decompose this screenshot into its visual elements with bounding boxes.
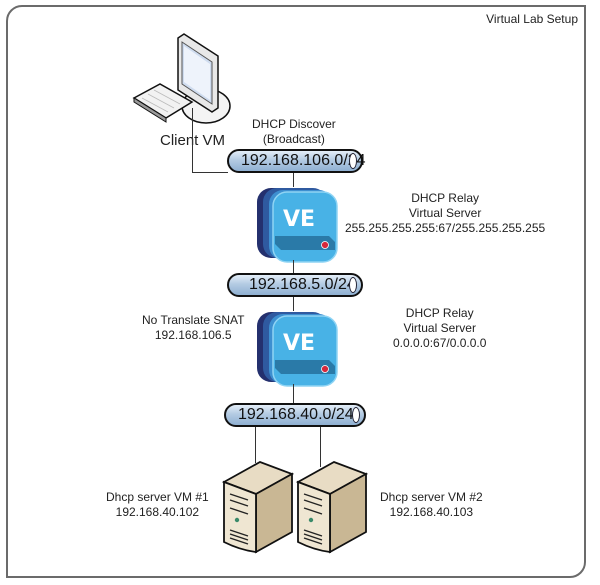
server-label-line: 192.168.40.102 [115,505,200,519]
network-link [293,260,294,274]
relay-label-line: DHCP Relay [411,191,479,205]
pipe-end-cap [349,277,357,293]
discover-note: DHCP Discover (Broadcast) [252,117,336,147]
network-label: 192.168.40.0/24 [238,406,354,423]
pipe-end-cap [349,153,357,169]
server-link [320,427,321,467]
diagram-title: Virtual Lab Setup [486,12,578,26]
relay-2-label: DHCP Relay Virtual Server 0.0.0.0:67/0.0… [393,306,486,351]
server-label-line: Dhcp server VM #2 [380,490,483,504]
client-link [192,108,193,173]
relay-label-line: Virtual Server [403,321,476,335]
snat-label: No Translate SNAT 192.168.106.5 [142,313,244,343]
big-ip-ve-icon: VE [257,188,338,263]
server-tower-icon [295,461,369,554]
relay-label-line: Virtual Server [408,206,482,220]
server-2-label: Dhcp server VM #2 192.168.40.103 [380,490,483,520]
snat-label-line: No Translate SNAT [142,313,245,327]
pipe-end-cap [352,407,360,423]
relay-label-line: DHCP Relay [405,306,474,320]
relay-1-label: DHCP Relay Virtual Server 255.255.255.25… [345,191,545,236]
snat-label-line: 192.168.106.5 [154,328,232,342]
big-ip-ve-icon: VE [257,312,338,387]
server-label-line: 192.168.40.103 [389,505,474,519]
svg-text:VE: VE [283,331,315,356]
desktop-computer-icon [132,33,231,124]
network-segment: 192.168.5.0/24 [227,273,363,297]
svg-text:VE: VE [283,207,315,232]
server-1-label: Dhcp server VM #1 192.168.40.102 [106,490,209,520]
relay-label-line: 255.255.255.255:67/255.255.255.255 [345,221,546,235]
network-label: 192.168.106.0/24 [241,152,366,169]
network-segment: 192.168.106.0/24 [227,149,366,173]
server-tower-icon [221,461,295,554]
network-segment: 192.168.40.0/24 [224,403,366,427]
network-link [293,297,294,311]
server-label-line: Dhcp server VM #1 [106,490,209,504]
discover-note-line: DHCP Discover [252,117,336,131]
network-label: 192.168.5.0/24 [249,276,356,293]
network-link [293,173,294,187]
discover-note-line: (Broadcast) [262,132,325,146]
client-link [192,172,228,173]
relay-label-line: 0.0.0.0:67/0.0.0.0 [393,336,487,350]
diagram-frame [6,5,586,578]
network-link [293,384,294,404]
server-link [255,427,256,463]
